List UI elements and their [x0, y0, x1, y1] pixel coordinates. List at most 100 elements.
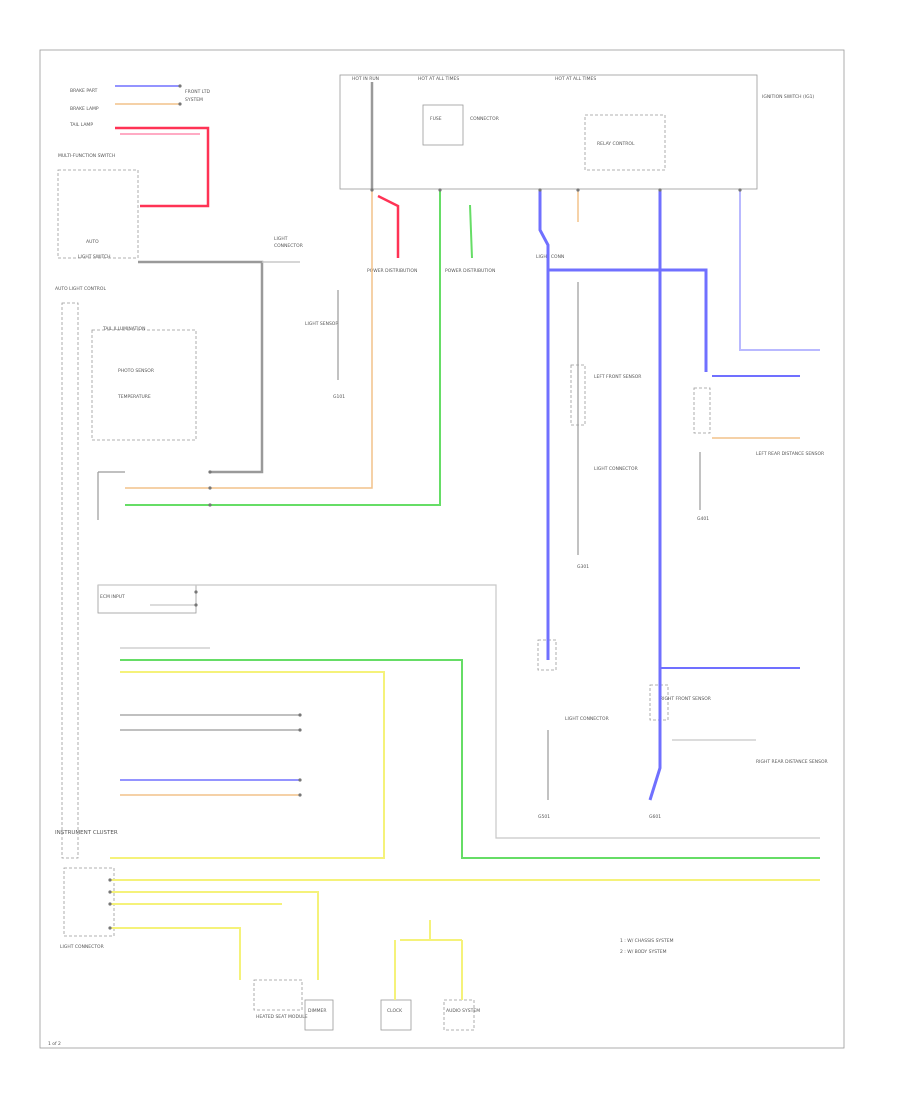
- wire-blue-16: [648, 190, 662, 801]
- jb-relay-box: [584, 114, 666, 171]
- connector-pin: [194, 590, 198, 594]
- legend-2: 2 : W/ BODY SYSTEM: [620, 949, 667, 955]
- connector-pin: [298, 778, 302, 782]
- connector-pin: [178, 84, 182, 88]
- diagram-frame: [39, 49, 845, 1049]
- connector-pin: [538, 188, 542, 192]
- wire-green-30: [120, 659, 820, 859]
- jb-fuse-label: FUSE: [430, 116, 442, 122]
- wire-green-12: [469, 204, 473, 259]
- wire-blue-14: [548, 268, 708, 372]
- connector-pin: [194, 603, 198, 607]
- ground-5-label: G601: [649, 814, 661, 820]
- module-inner-box-1: [91, 329, 197, 441]
- jb-side-label: IGNITION SWITCH (IG1): [762, 94, 814, 100]
- ground-4-label: G501: [538, 814, 550, 820]
- connector-pin: [298, 728, 302, 732]
- wire-blue-13: [538, 190, 550, 660]
- wire-green-11: [125, 190, 441, 506]
- top-left-label-2: BRAKE LAMP: [70, 106, 99, 112]
- connector-pin: [576, 188, 580, 192]
- module-inner-label-1: TAIL ILLUMINATION: [102, 326, 145, 332]
- module-inner-label-2: PHOTO SENSOR: [118, 368, 154, 374]
- auto-label: AUTO: [86, 239, 99, 245]
- wire-yellow-39: [110, 927, 241, 980]
- module-3-label: CLOCK: [387, 1008, 403, 1014]
- left-dist-box: [693, 387, 711, 434]
- light-conn-top: LIGHT CONN: [536, 254, 564, 260]
- ground-1-label: G101: [333, 394, 345, 400]
- module-2-label: DIMMER: [308, 1008, 327, 1014]
- module-1-label: HEATED SEAT MODULE: [256, 1014, 308, 1020]
- wire-yellow-37: [110, 891, 319, 980]
- connector-pin: [298, 793, 302, 797]
- conn-label-2: CONNECTOR: [274, 243, 303, 249]
- conn-label-1: LIGHT: [274, 236, 288, 242]
- wire-orange-10: [125, 190, 373, 489]
- connector-pin: [208, 470, 212, 474]
- connector-pin: [108, 890, 112, 894]
- connector-pin: [370, 188, 374, 192]
- inst-cluster-box: [63, 867, 115, 937]
- wires-group: [97, 82, 820, 1000]
- ground-2-label: G301: [577, 564, 589, 570]
- connector-pin: [438, 188, 442, 192]
- jb-relay-label: RELAY CONTROL: [597, 141, 635, 147]
- top-left-label-3: TAIL LAMP: [69, 122, 93, 128]
- wire-gray-27: [98, 584, 820, 839]
- wire-lightblue-18: [739, 190, 820, 351]
- connector-pin: [658, 188, 662, 192]
- module-box-1: [253, 979, 303, 1011]
- jb-top-label-1: HOT IN RUN: [352, 76, 379, 82]
- junction-block: [339, 74, 758, 190]
- auto-light-module: [61, 302, 79, 859]
- connector-pin: [108, 926, 112, 930]
- light-switch-label: LIGHT SWITCH: [78, 254, 111, 260]
- module-box-2: [304, 999, 334, 1031]
- module-inner-label-4: ECM INPUT: [100, 594, 125, 600]
- ground-3-label: G401: [697, 516, 709, 522]
- jb-fuse-box: [422, 104, 464, 146]
- module-box-4: [443, 999, 475, 1031]
- pins-group: [108, 84, 742, 930]
- module-inner-label-3: TEMPERATURE: [117, 394, 151, 400]
- module-4-label: AUDIO SYSTEM: [446, 1008, 480, 1014]
- light-switch-box: [57, 169, 139, 259]
- wire-red-9: [377, 194, 400, 258]
- legend-1: 1 : W/ CHASSIS SYSTEM: [620, 938, 674, 944]
- connector-pin: [298, 713, 302, 717]
- jb-top-label-3: HOT AT ALL TIMES: [555, 76, 596, 82]
- wire-black-5: [138, 260, 264, 474]
- jb-top-label-2: HOT AT ALL TIMES: [418, 76, 459, 82]
- connector-pin: [108, 902, 112, 906]
- wire-red-3: [115, 126, 210, 208]
- right-sensor-label: RIGHT FRONT SENSOR: [660, 696, 711, 702]
- power-dist-1: POWER DISTRIBUTION: [367, 268, 417, 274]
- connector-pin: [208, 486, 212, 490]
- left-sensor-label: LEFT FRONT SENSOR: [594, 374, 641, 380]
- light-conn-low: LIGHT CONNECTOR: [565, 716, 609, 722]
- power-dist-2: POWER DISTRIBUTION: [445, 268, 495, 274]
- left-dist-label: LEFT REAR DISTANCE SENSOR: [756, 451, 824, 457]
- connector-pin: [108, 878, 112, 882]
- sensor-lower-box-1: [537, 639, 557, 671]
- jb-label-mid: CONNECTOR: [470, 116, 499, 122]
- module-box-3: [380, 999, 412, 1031]
- wire-yellow-31: [110, 671, 385, 859]
- page-number: 1 of 2: [48, 1041, 61, 1047]
- connector-pin: [208, 503, 212, 507]
- light-conn-mid: LIGHT CONNECTOR: [594, 466, 638, 472]
- right-dist-label: RIGHT REAR DISTANCE SENSOR: [756, 759, 828, 765]
- top-left-label-1: BRAKE PART: [70, 88, 98, 94]
- multi-func-label: MULTI-FUNCTION SWITCH: [58, 153, 115, 159]
- auto-light-label: AUTO LIGHT CONTROL: [55, 286, 106, 292]
- connector-pin: [738, 188, 742, 192]
- top-left-label-4: FRONT LTD: [185, 89, 210, 95]
- connector-pin: [178, 102, 182, 106]
- light-conn-bottom: LIGHT CONNECTOR: [60, 944, 104, 950]
- top-left-label-5: SYSTEM: [185, 97, 203, 103]
- conn-label-3: LIGHT SENSOR: [305, 321, 338, 327]
- inst-cluster-label: INSTRUMENT CLUSTER: [55, 830, 118, 836]
